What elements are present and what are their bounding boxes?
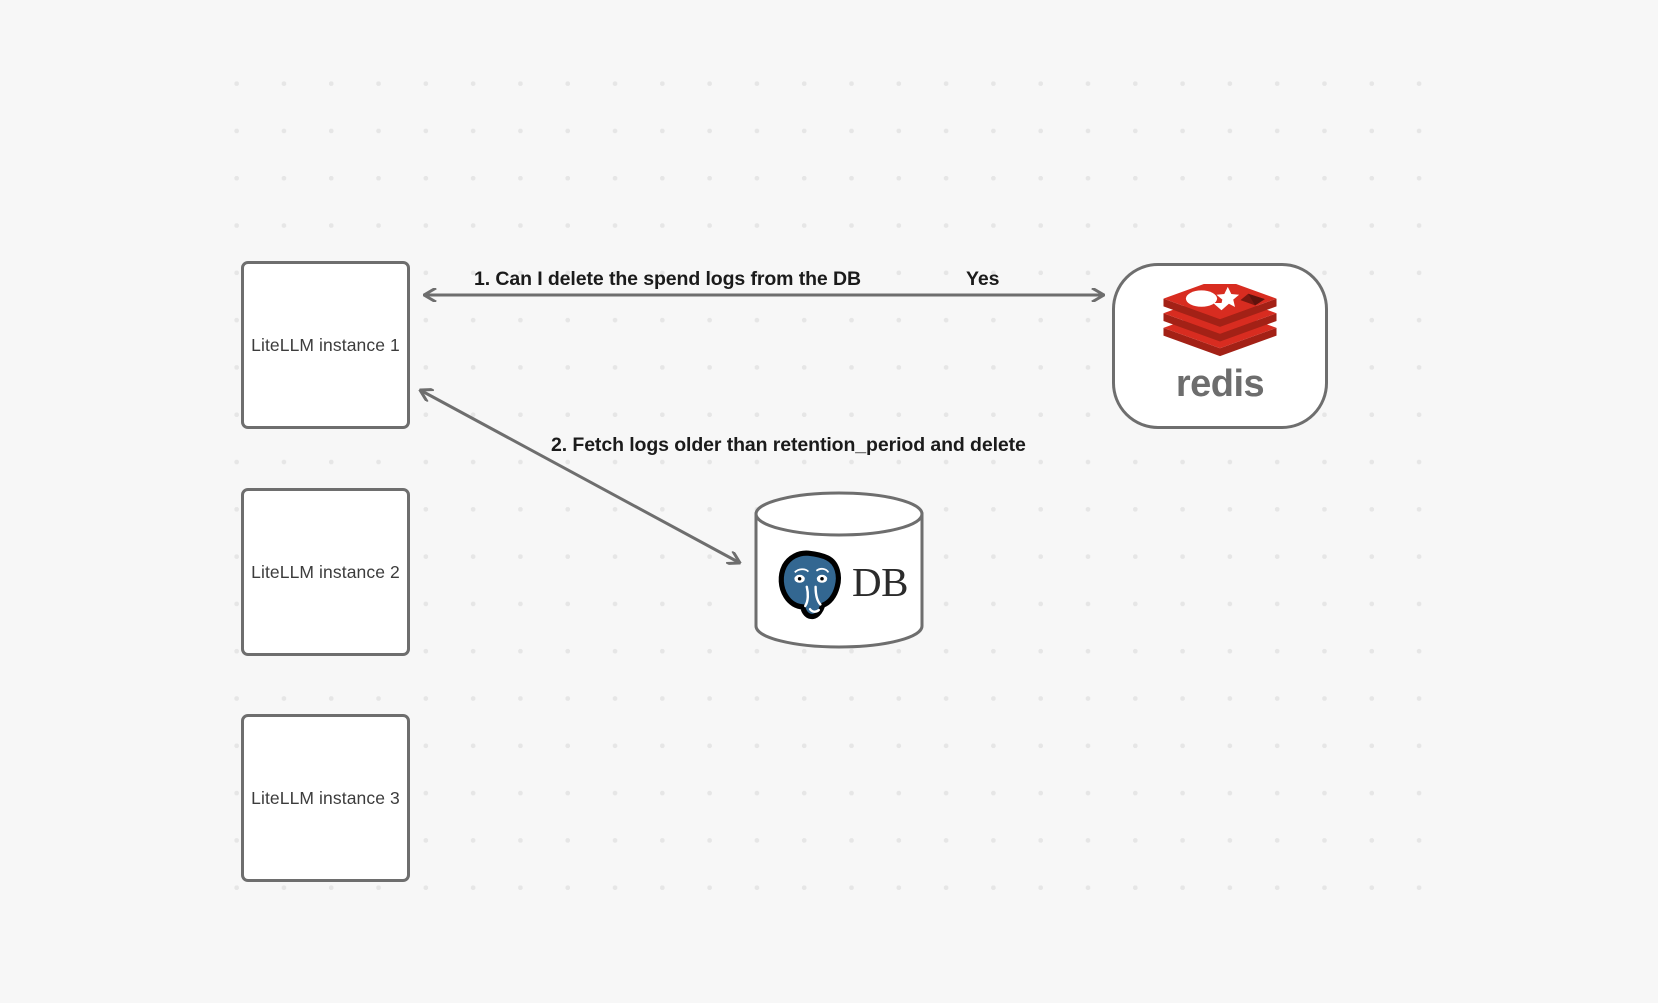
db-label: DB [852, 559, 908, 605]
redis-cube-icon [1163, 284, 1277, 357]
node-litellm-instance-3[interactable]: LiteLLM instance 3 [241, 714, 410, 882]
redis-logo-icon: redis [1156, 284, 1284, 408]
node-litellm-instance-2[interactable]: LiteLLM instance 2 [241, 488, 410, 656]
node-label: LiteLLM instance 1 [251, 334, 400, 355]
edge-label-step-1: 1. Can I delete the spend logs from the … [474, 268, 861, 290]
svg-text:redis: redis [1176, 363, 1264, 405]
edge-db-litellm1 [420, 390, 740, 563]
postgresql-elephant-icon [778, 550, 842, 620]
node-label: LiteLLM instance 3 [251, 787, 400, 808]
node-postgres-db[interactable]: DB [753, 490, 925, 650]
node-litellm-instance-1[interactable]: LiteLLM instance 1 [241, 261, 410, 429]
redis-wordmark: redis [1176, 363, 1265, 405]
node-redis[interactable]: redis [1112, 263, 1328, 429]
node-label: LiteLLM instance 2 [251, 561, 400, 582]
edge-label-step-2: 2. Fetch logs older than retention_perio… [551, 434, 1026, 456]
edge-label-yes: Yes [966, 268, 1000, 290]
